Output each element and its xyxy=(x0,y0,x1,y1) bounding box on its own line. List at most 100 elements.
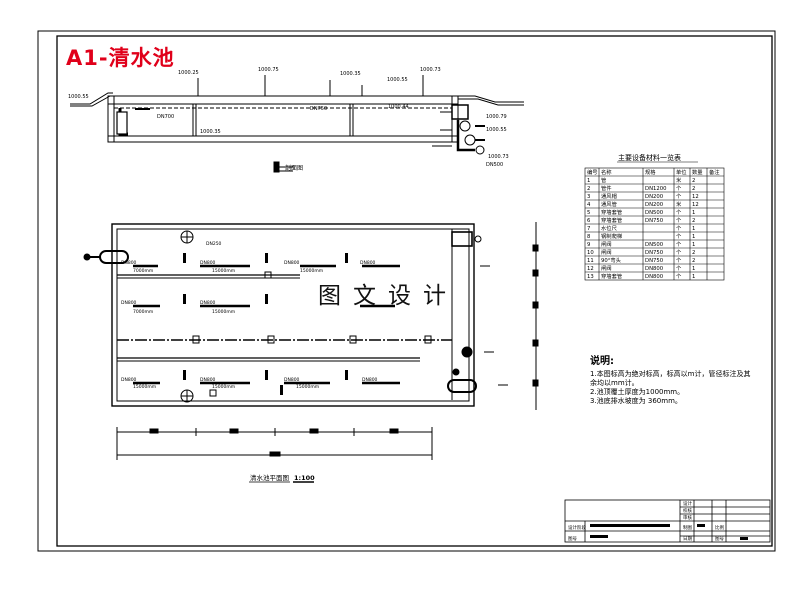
pipe-label: DN800 xyxy=(362,377,378,383)
table-cell: DN200 xyxy=(645,194,664,200)
pipe-label: DN800 xyxy=(284,377,300,383)
table-cell: 2 xyxy=(692,218,695,224)
table-header-cell: 单位 xyxy=(676,168,687,176)
table-cell: 12 xyxy=(692,194,699,200)
plan-caption: 清水池平面图 xyxy=(250,473,289,482)
table-cell: 个 xyxy=(676,217,682,224)
table-cell: 1 xyxy=(692,234,695,240)
table-header-cell: 名称 xyxy=(601,168,612,176)
dim-label: 7000mm xyxy=(133,309,153,315)
table-cell: DN750 xyxy=(645,258,664,264)
table-cell: 12 xyxy=(692,202,699,208)
table-cell: DN1200 xyxy=(645,186,667,192)
pipe-label: DN750 xyxy=(310,106,327,112)
dim-label: 15000mm xyxy=(212,309,235,315)
pipe-label: DN700 xyxy=(157,114,174,120)
table-cell: 10 xyxy=(587,250,594,256)
tb-label: 制图 xyxy=(683,524,692,531)
table-cell: DN750 xyxy=(645,218,664,224)
table-cell: 9 xyxy=(587,242,590,248)
notes-block: 说明: 1.本图标高为绝对标高，标高以m计，管径标注及其 余均以mm计。 2.池… xyxy=(590,357,780,406)
table-cell: 12 xyxy=(587,266,594,272)
table-cell: 闸阀 xyxy=(601,264,612,272)
table-cell: 水位尺 xyxy=(601,224,618,232)
dim-label: 15000mm xyxy=(296,384,319,390)
plan-labels: DN250 DN800 DN800 DN800 DN800 DN800 DN80… xyxy=(121,241,378,482)
table-cell: 钢制爬梯 xyxy=(601,232,623,240)
table-cell: 1 xyxy=(692,274,695,280)
table-cell: 通风帽 xyxy=(601,192,617,200)
pipe-label: DN500 xyxy=(486,162,503,168)
table-cell: 1 xyxy=(692,266,695,272)
pipe-label: DN250 xyxy=(206,241,222,247)
section-caption: 剖面图 xyxy=(285,164,303,172)
table-cell: 通风管 xyxy=(601,200,617,208)
note-line: 余均以mm计。 xyxy=(590,379,639,387)
table-cell: 个 xyxy=(676,193,682,200)
pipe-label: DN800 xyxy=(121,260,137,266)
table-cell: 穿墙套管 xyxy=(601,272,622,280)
table-cell: DN500 xyxy=(645,210,664,216)
table-title: 主要设备材料一览表 xyxy=(618,153,681,162)
table-cell: 穿墙套管 xyxy=(601,216,622,224)
table-cell: 13 xyxy=(587,274,594,280)
table-cell: 4 xyxy=(587,202,591,208)
table-cell: 6 xyxy=(587,218,591,224)
table-header-cell: 编号 xyxy=(587,168,598,176)
pipe-label: DN800 xyxy=(284,260,300,266)
table-cell: DN800 xyxy=(645,266,664,272)
tb-drawing-no-label: 图号 xyxy=(568,536,577,542)
watermark-text: 图文设计 xyxy=(318,283,458,309)
table-cell: 2 xyxy=(692,186,695,192)
drawing-title: A1-清水池 xyxy=(66,46,175,70)
table-cell: 闸阀 xyxy=(601,240,612,248)
tb-label: 审核 xyxy=(683,514,692,521)
pipe-label: DN800 xyxy=(360,260,376,266)
table-cell: 2 xyxy=(692,178,695,184)
table-cell: 米 xyxy=(676,200,682,208)
table-cell: 11 xyxy=(587,258,594,264)
table-cell: 90°弯头 xyxy=(601,256,621,264)
sheet-outer-border xyxy=(37,30,776,552)
elev-label: 1000.44 xyxy=(388,104,409,110)
table-cell: DN800 xyxy=(645,274,664,280)
table-cell: 管 xyxy=(601,176,606,184)
table-cell: 个 xyxy=(676,209,682,216)
title-block xyxy=(564,499,771,543)
table-cell: 个 xyxy=(676,225,682,232)
pipe-label: DN800 xyxy=(121,300,137,306)
table-cell: 1 xyxy=(692,242,695,248)
table-cell: 2 xyxy=(692,250,695,256)
table-cell: 1 xyxy=(692,226,695,232)
tb-label: 设计 xyxy=(683,500,692,507)
pipe-label: DN800 xyxy=(200,377,216,383)
table-header-cell: 备注 xyxy=(709,168,720,176)
table-cell: 1 xyxy=(587,178,590,184)
note-line: 3.池底排水坡度为 360mm。 xyxy=(590,397,682,405)
table-cell: 个 xyxy=(676,265,682,272)
tb-label: 日期 xyxy=(683,536,692,542)
elev-label: 1000.73 xyxy=(420,67,441,73)
elev-label: 1000.55 xyxy=(68,94,89,100)
note-line: 1.本图标高为绝对标高，标高以m计，管径标注及其 xyxy=(590,370,751,378)
table-cell: 个 xyxy=(676,273,682,280)
sheet-inner-border xyxy=(56,35,773,547)
dim-label: 15000mm xyxy=(300,268,323,274)
table-cell: DN500 xyxy=(645,242,664,248)
table-cell: 个 xyxy=(676,241,682,248)
table-cell: 个 xyxy=(676,257,682,264)
table-cell: 管件 xyxy=(601,184,612,192)
elev-label: 1000.55 xyxy=(387,77,408,83)
table-cell: 8 xyxy=(587,234,591,240)
section-elevation-labels: 1000.25 1000.75 1000.35 1000.55 1000.73 … xyxy=(68,67,509,172)
table-cell: 穿墙套管 xyxy=(601,208,622,216)
elev-label: 1000.35 xyxy=(340,71,361,77)
table-cell: 闸阀 xyxy=(601,248,612,256)
table-cell: 个 xyxy=(676,249,682,256)
tb-label: 图号 xyxy=(715,536,724,542)
pipe-label: DN800 xyxy=(200,260,216,266)
dim-label: 15000mm xyxy=(133,384,156,390)
table-cell: 7 xyxy=(587,226,590,232)
